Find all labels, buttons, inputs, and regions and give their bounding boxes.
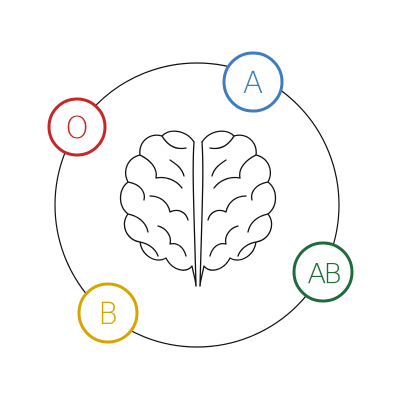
badge-a: A: [222, 51, 284, 113]
badge-o: O: [47, 97, 107, 157]
badge-ab-ring: [292, 241, 354, 303]
badge-a-ring: [222, 51, 284, 113]
orbit-circle: [54, 62, 340, 348]
badge-o-label: O: [65, 111, 89, 146]
badge-ab-label: AB: [307, 257, 340, 290]
badge-b-ring: [77, 282, 139, 344]
badge-a-label: A: [243, 66, 264, 101]
badge-ab: AB: [292, 241, 354, 303]
badge-o-ring: [47, 97, 107, 157]
badge-b-label: B: [98, 297, 118, 332]
badge-b: B: [77, 282, 139, 344]
brain-icon: [119, 130, 277, 287]
